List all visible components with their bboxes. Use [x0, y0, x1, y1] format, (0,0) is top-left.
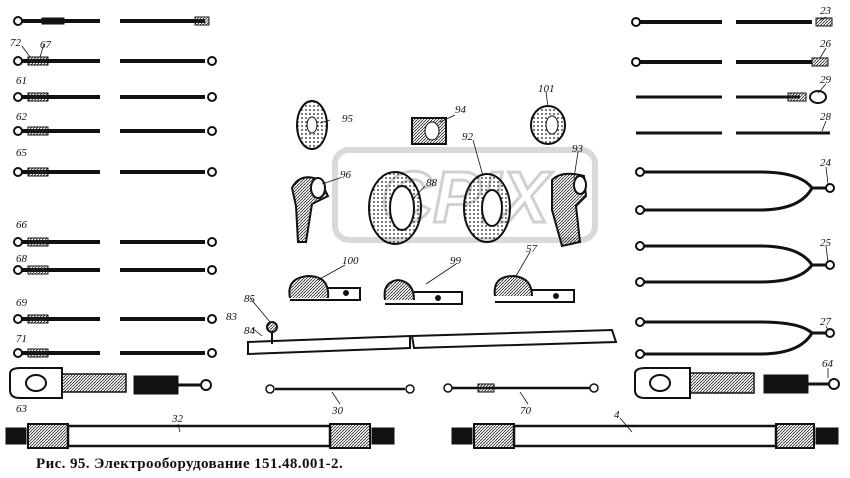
callout-63: 63: [16, 403, 28, 415]
callout-94: 94: [455, 104, 467, 116]
callout-4: 4: [614, 409, 620, 421]
callout-61: 61: [16, 75, 27, 87]
callout-69: 69: [16, 297, 28, 309]
strip-84: [247, 321, 618, 356]
wire-row-8: [13, 314, 217, 324]
wire-row-9: [13, 348, 217, 358]
right-cables: [631, 17, 840, 399]
callout-66: 66: [16, 219, 28, 231]
wire-row-5: [13, 167, 217, 177]
callout-30: 30: [331, 405, 344, 417]
center-parts: [247, 100, 618, 394]
bushing-94: [411, 117, 447, 145]
leader-lines: [21, 16, 829, 433]
callout-85: 85: [244, 293, 256, 305]
callout-57: 57: [526, 243, 538, 255]
callout-32: 32: [171, 413, 184, 425]
left-cables: [9, 16, 217, 399]
callout-72: 72: [10, 37, 22, 49]
callout-100: 100: [342, 255, 359, 267]
wire-row-r3: [636, 90, 827, 104]
callout-88: 88: [426, 177, 438, 189]
wire-row-1: [13, 16, 210, 26]
callout-65: 65: [16, 147, 28, 159]
wire-row-2: [13, 56, 217, 66]
clamp-57: [493, 274, 575, 303]
cap-93: [551, 172, 588, 248]
wire-row-r2: [631, 57, 829, 67]
callout-93: 93: [572, 143, 584, 155]
harness-r6: [635, 241, 835, 287]
callout-101: 101: [538, 83, 555, 95]
callout-70: 70: [520, 405, 532, 417]
grommet-101: [530, 105, 566, 145]
callout-62: 62: [16, 111, 28, 123]
callout-64: 64: [822, 358, 834, 370]
wire-row-r1: [631, 17, 833, 27]
wire-row-7: [13, 265, 217, 275]
callout-labels: 72 67 61 62 65 66 68 69 71 63 23 26 29 2…: [10, 5, 834, 425]
clamp-99: [383, 278, 463, 305]
grommet-95: [296, 100, 328, 150]
callout-26: 26: [820, 38, 832, 50]
callout-68: 68: [16, 253, 28, 265]
wire-30: [265, 384, 415, 394]
callout-83: 83: [226, 311, 238, 323]
boot-92: [463, 173, 511, 243]
callout-99: 99: [450, 255, 462, 267]
wire-70: [443, 383, 599, 393]
callout-23: 23: [820, 5, 832, 17]
callout-96: 96: [340, 169, 352, 181]
hose-32: [5, 423, 395, 449]
boot-88: [368, 171, 422, 245]
connector-row-left: [9, 367, 212, 399]
callout-71: 71: [16, 333, 27, 345]
connector-row-right: [634, 367, 840, 399]
figure-caption: Рис. 95. Электрооборудование 151.48.001-…: [36, 456, 344, 472]
wire-row-4: [13, 126, 217, 136]
wire-row-3: [13, 92, 217, 102]
harness-r7: [635, 317, 835, 359]
callout-25: 25: [820, 237, 832, 249]
callout-29: 29: [820, 74, 832, 86]
clamp-100: [288, 274, 361, 301]
callout-24: 24: [820, 157, 832, 169]
wire-row-6: [13, 237, 217, 247]
callout-67: 67: [40, 39, 52, 51]
callout-27: 27: [820, 316, 832, 328]
callout-28: 28: [820, 111, 832, 123]
callout-92: 92: [462, 131, 474, 143]
cap-96: [290, 176, 330, 243]
callout-95: 95: [342, 113, 354, 125]
harness-r5: [635, 167, 835, 215]
hose-4: [451, 423, 839, 449]
callout-84: 84: [244, 325, 256, 337]
